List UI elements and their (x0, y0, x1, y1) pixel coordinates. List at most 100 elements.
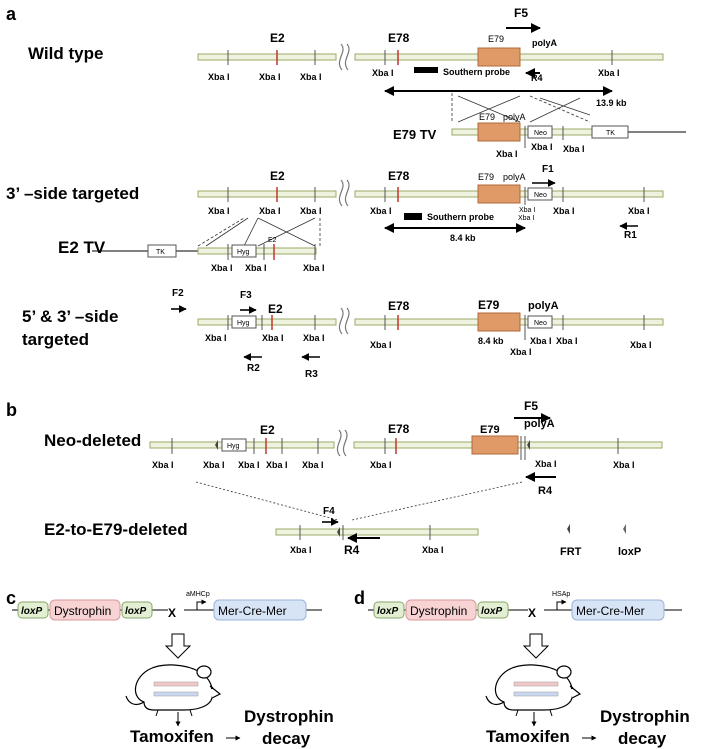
mer-cre-mer-label: Mer-Cre-Mer (218, 604, 287, 618)
mouse-icon (125, 664, 221, 717)
xba-site-label: Xba I (370, 460, 392, 470)
xba-site-label: Xba I (266, 460, 288, 470)
xba-site-label: Xba I (370, 206, 392, 216)
xba-site-label: Xba I (598, 68, 620, 78)
genomic-break-icon (338, 43, 350, 71)
tk-cassette-label: TK (606, 130, 615, 137)
down-arrow-icon (522, 633, 550, 659)
xba-site-label: Xba I (302, 460, 324, 470)
frt-site-icon (567, 524, 570, 534)
xba-site-label: Xba I (628, 206, 650, 216)
fragment-size-label: 8.4 kb (450, 233, 476, 243)
cross-symbol: X (168, 606, 176, 620)
panel-label-b: b (6, 400, 17, 420)
southern-probe-bar (414, 67, 438, 73)
xba-site-label: Xba I (496, 149, 518, 159)
genomic-break-icon (336, 429, 348, 457)
panel-label-c: c (6, 588, 16, 608)
primer-f2-label: F2 (172, 288, 184, 299)
xba-site-label: Xba I (613, 460, 635, 470)
exon-e79-label: E79 (479, 112, 495, 122)
primer-f5-label: F5 (524, 399, 538, 413)
dystrophin-decay-label: Dystrophin (244, 707, 334, 726)
xba-site-label: Xba I (556, 336, 578, 346)
xba-site-label: Xba I (205, 333, 227, 343)
polya-label: polyA (503, 112, 526, 122)
exon-e78-label: E78 (388, 169, 410, 183)
neo-cassette-label: Neo (534, 130, 547, 137)
dystrophin-label: Dystrophin (54, 604, 111, 618)
hyg-cassette-label: Hyg (237, 320, 250, 327)
cross-symbol: X (528, 606, 536, 620)
loxp-legend-label: loxP (618, 546, 641, 558)
five-three-left-locus: Hyg E2 F2 F3 Xba I Xba I Xba I R2 R3 (171, 288, 337, 380)
xba-site-label: Xba I (519, 207, 535, 214)
xba-site-label: Xba I (303, 333, 325, 343)
three-prime-right-locus: Neo E78 E79 polyA F1 Xba I Xba I Xba I X… (354, 164, 664, 243)
exon-e2-label: E2 (260, 423, 275, 437)
neo-cassette-label: Neo (534, 320, 547, 327)
xba-site-label: Xba I (290, 545, 312, 555)
exon-e2-label: E2 (270, 169, 285, 183)
panel-label-a: a (6, 4, 17, 24)
polya-label: polyA (503, 172, 526, 182)
mouse-icon (485, 664, 581, 717)
neo-deleted-left-locus: Hyg E2 Xba I Xba I Xba I Xba I Xba I (149, 423, 335, 470)
xba-site-label: Xba I (630, 340, 652, 350)
genomic-break-icon (338, 307, 350, 335)
panel-label-d: d (354, 588, 365, 608)
xba-site-label: Xba I (203, 460, 225, 470)
xba-site-label: Xba I (300, 72, 322, 82)
row-label-5-3-targeted: 5’ & 3’ –side (22, 307, 118, 326)
primer-r2-label: R2 (247, 363, 260, 374)
xba-site-label: Xba I (370, 340, 392, 350)
xba-site-label: Xba I (208, 206, 230, 216)
southern-probe-label: Southern probe (443, 67, 510, 77)
floxed-dystrophin-construct-c: loxP Dystrophin loxP (12, 599, 168, 621)
polya-label: polyA (528, 300, 559, 312)
hyg-cassette-label: Hyg (237, 249, 250, 256)
recombination-cross (451, 93, 591, 123)
floxed-dystrophin-construct-d: loxP Dystrophin loxP (368, 599, 528, 621)
five-three-right-locus: Neo E78 E79 polyA Xba I 8.4 kb Xba I Xba… (354, 298, 664, 357)
xba-site-label: Xba I (553, 206, 575, 216)
southern-probe-label: Southern probe (427, 212, 494, 222)
xba-site-label: Xba I (303, 263, 325, 273)
xba-site-label: Xba I (262, 333, 284, 343)
primer-f3-label: F3 (240, 290, 252, 301)
primer-r1-label: R1 (624, 230, 637, 241)
decay-label: decay (618, 729, 667, 748)
wild-type-right-locus: E78 E79 Xba I Xba I polyA F5 Southern pr… (354, 6, 664, 108)
neo-cassette-label: Neo (534, 192, 547, 199)
decay-label: decay (262, 729, 311, 748)
exon-e78-label: E78 (388, 299, 410, 313)
primer-r4-label: R4 (531, 73, 543, 83)
polya-label: polyA (524, 418, 555, 430)
exon-e79-label: E79 (488, 34, 504, 44)
tamoxifen-label: Tamoxifen (486, 727, 570, 746)
exon-e2-label: E2 (270, 31, 285, 45)
e2-targeting-vector: TK Hyg E2 Xba I Xba I Xba I (92, 237, 325, 273)
primer-f5-label: F5 (514, 6, 528, 20)
exon-e79-box (477, 47, 521, 67)
row-label-5-3-targeted-line2: targeted (22, 330, 89, 349)
row-label-e2-e79-deleted: E2-to-E79-deleted (44, 520, 188, 539)
e79-targeting-vector: Neo TK E79 polyA Xba I Xba I Xba I (451, 112, 686, 159)
tamoxifen-label: Tamoxifen (130, 727, 214, 746)
xba-site-label: Xba I (211, 263, 233, 273)
exon-e78-label: E78 (388, 31, 410, 45)
xba-site-label: Xba I (530, 336, 552, 346)
primer-r4-label: R4 (538, 485, 553, 497)
loxp-label: loxP (377, 606, 398, 617)
down-arrow-icon (164, 633, 192, 659)
polya-label: polyA (532, 38, 558, 48)
loxp-label: loxP (125, 606, 146, 617)
xba-site-label: Xba I (259, 72, 281, 82)
mer-cre-mer-construct-c: aMHCp Mer-Cre-Mer (184, 591, 322, 621)
row-label-wild-type: Wild type (28, 44, 103, 63)
frt-legend-label: FRT (560, 546, 582, 558)
xba-site-label: Xba I (422, 545, 444, 555)
e79-tv-label: E79 TV (393, 127, 437, 142)
row-label-e2-tv: E2 TV (58, 238, 106, 257)
mer-cre-mer-construct-d: HSAp Mer-Cre-Mer (544, 591, 682, 621)
